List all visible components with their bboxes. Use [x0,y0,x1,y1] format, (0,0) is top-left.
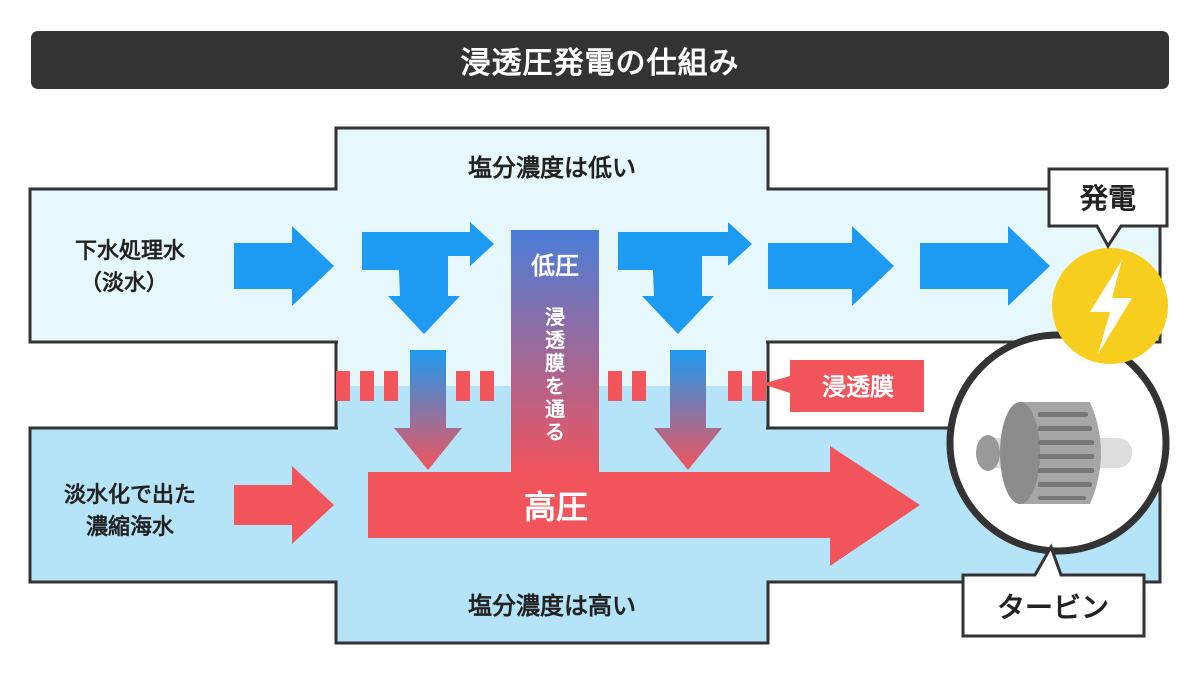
generation-callout: 発電 [1047,167,1169,249]
membrane-pass-char: 通 [545,397,565,421]
low-pressure-label: 低圧 [530,252,579,280]
lower-concentration-label: 塩分濃度は高い [468,592,636,620]
freshwater-inlet-label-2: （淡水） [80,271,168,296]
membrane-pass-char: 透 [545,328,566,352]
high-pressure-label: 高圧 [524,488,588,526]
upper-concentration-label: 塩分濃度は低い [468,154,636,182]
membrane-dashes [336,371,766,401]
seawater-inlet-label-1: 淡水化で出た [64,482,196,508]
membrane-pass-label: 浸 透 膜 を 通 る [544,305,566,444]
freshwater-inlet-label-1: 下水処理水 [75,238,186,264]
turbine-label: タービン [997,591,1109,624]
high-pressure-arrow [368,446,920,566]
seawater-inlet-label-2: 濃縮海水 [86,514,175,540]
fresh-split-arrow [362,222,494,334]
membrane-callout: 浸透膜 [762,360,924,412]
membrane-callout-label: 浸透膜 [822,373,894,401]
membrane-pass-char: 膜 [544,351,565,375]
osmosis-arrow [654,350,722,470]
fresh-split-arrow [618,222,752,334]
generation-label: 発電 [1079,182,1136,215]
title-bar: 浸透圧発電の仕組み [31,31,1169,89]
turbine-icon [946,331,1170,555]
membrane-pass-char: 浸 [545,305,565,329]
sea-flow-arrow [234,466,334,544]
page-title: 浸透圧発電の仕組み [460,46,740,81]
lightning-bolt-icon [1052,248,1168,364]
osmosis-arrow [394,350,462,470]
pressure-column [511,230,599,475]
membrane-pass-char: を [545,374,565,398]
fresh-flow-arrow [234,226,334,306]
fresh-flow-arrow [768,226,894,306]
fresh-flow-arrow [920,226,1050,306]
turbine-callout: タービン [961,543,1146,638]
membrane-pass-char: る [545,420,565,444]
